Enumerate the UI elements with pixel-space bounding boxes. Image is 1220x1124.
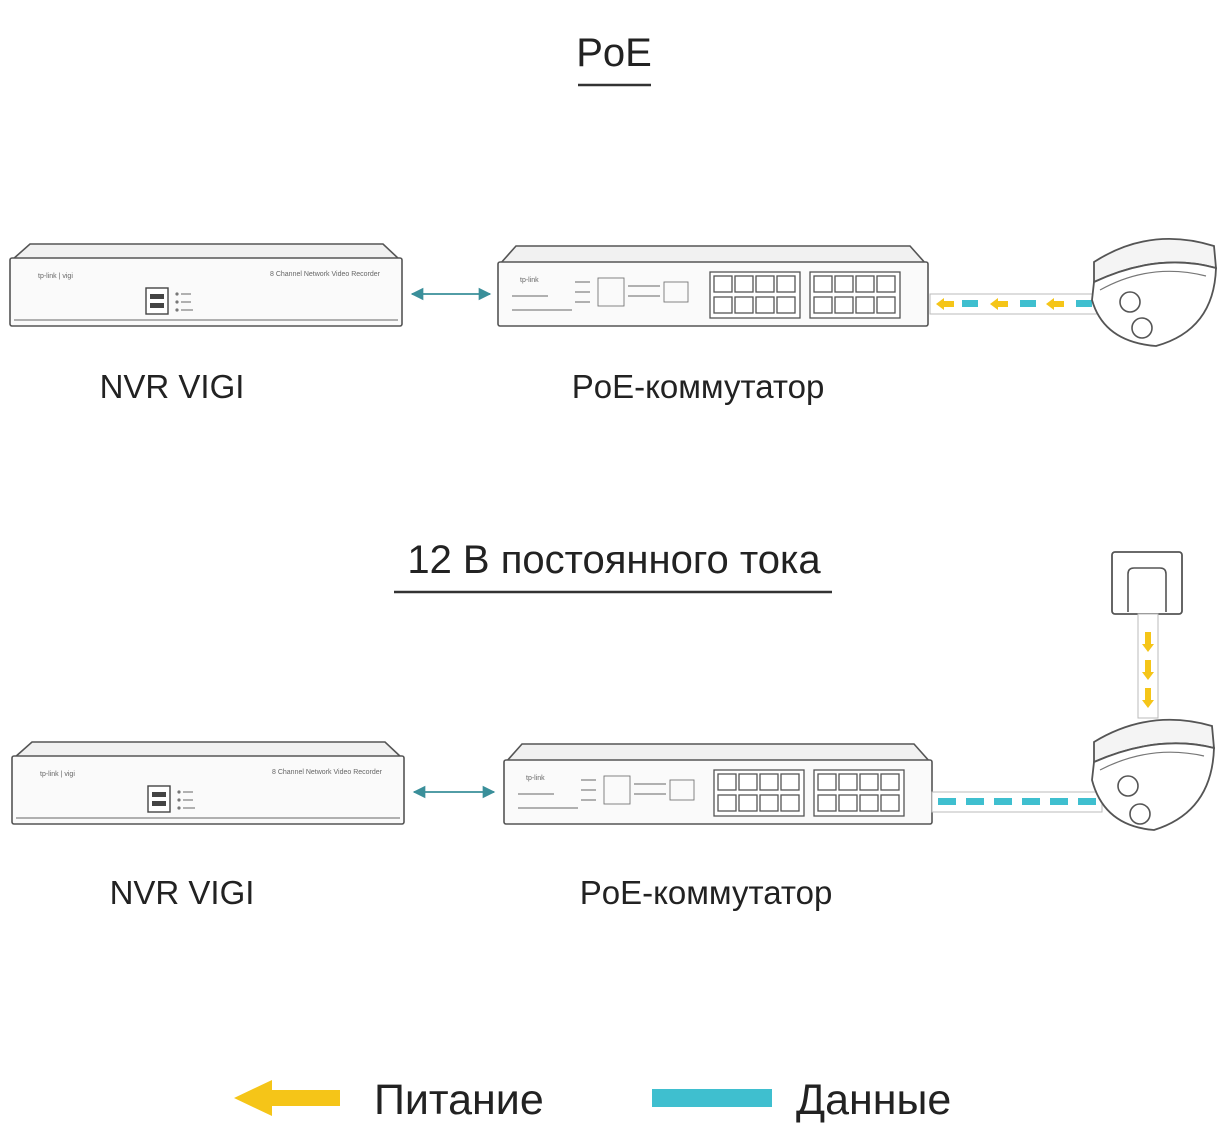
section-title: 12 В постоянного тока (407, 538, 821, 582)
usb-port-icon (147, 785, 171, 813)
power-flow-arrows (936, 298, 1064, 310)
ethernet-ports-group-2 (809, 271, 901, 319)
section-poe: PoE tp-link | vigi 8 Channel Network Vid… (9, 31, 1218, 405)
nvr-brand: tp-link | vigi (40, 771, 75, 778)
legend: Питание Данные (234, 1076, 951, 1124)
nvr-label: NVR VIGI (110, 874, 255, 911)
status-leds-icon (175, 292, 193, 312)
nvr-model-text: 8 Channel Network Video Recorder (272, 769, 383, 776)
nvr-label: NVR VIGI (100, 368, 245, 405)
usb-port-icon (145, 287, 169, 315)
data-cable (931, 791, 1103, 813)
power-flow-arrows (1142, 632, 1154, 708)
data-line-swatch (652, 1089, 772, 1107)
data-flow-dashes (962, 300, 1092, 307)
switch-led-panel-icon (575, 277, 689, 307)
section-12v-dc: 12 В постоянного тока tp-link | vigi 8 C… (11, 538, 1216, 911)
switch-label: PoE-коммутатор (572, 368, 825, 405)
dome-camera-icon (1091, 237, 1218, 347)
data-flow-dashes (938, 798, 1096, 805)
switch-label: PoE-коммутатор (580, 874, 833, 911)
section-title: PoE (576, 31, 652, 75)
ethernet-ports-group-2 (813, 769, 905, 817)
nvr-brand: tp-link | vigi (38, 273, 73, 280)
nvr-device: tp-link | vigi 8 Channel Network Video R… (11, 741, 405, 825)
wall-outlet-icon (1111, 551, 1183, 615)
switch-led-panel-icon (581, 775, 695, 805)
ethernet-ports-group-1 (709, 271, 801, 319)
nvr-model-text: 8 Channel Network Video Recorder (270, 271, 381, 278)
nvr-device: tp-link | vigi 8 Channel Network Video R… (9, 243, 403, 327)
power-cable (1137, 613, 1159, 719)
switch-brand: tp-link (520, 277, 539, 284)
poe-switch-device: tp-link (503, 743, 933, 825)
poe-switch-device: tp-link (497, 245, 929, 327)
switch-brand: tp-link (526, 775, 545, 782)
ethernet-ports-group-1 (713, 769, 805, 817)
legend-power-label: Питание (374, 1076, 544, 1124)
legend-data-label: Данные (796, 1076, 951, 1124)
status-leds-icon (177, 790, 195, 810)
poe-cable (929, 293, 1099, 315)
power-arrow-icon (234, 1080, 340, 1116)
dome-camera-icon (1091, 718, 1216, 831)
